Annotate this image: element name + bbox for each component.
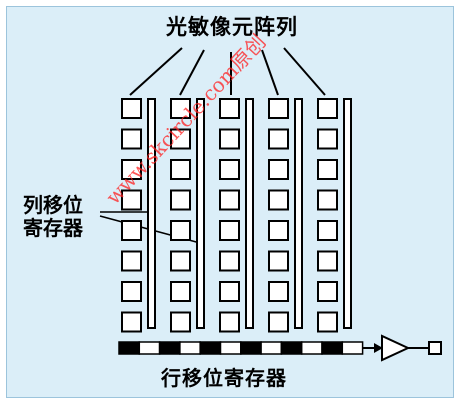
pixel-cell xyxy=(317,159,338,180)
column-register-bar xyxy=(196,98,205,329)
pointer-line-1 xyxy=(129,47,183,96)
title-pointer-lines xyxy=(129,47,326,96)
pixel-cell xyxy=(317,189,338,211)
row-register-segment xyxy=(199,341,222,355)
row-register-segment xyxy=(158,341,181,355)
pixel-cell xyxy=(170,128,191,150)
pixel-cell xyxy=(268,281,289,302)
pixel-cell xyxy=(268,159,289,180)
row-register-segment xyxy=(300,341,323,355)
column-register-bar xyxy=(294,98,303,329)
pixel-cell xyxy=(268,128,289,150)
pixel-cell xyxy=(170,311,191,333)
column-registers xyxy=(147,98,352,329)
pixel-cell xyxy=(317,281,338,302)
pixel-cell xyxy=(219,220,240,241)
pixel-cell xyxy=(170,159,191,180)
pixel-cell xyxy=(219,128,240,150)
pixel-cell xyxy=(170,220,191,241)
pixel-cell xyxy=(121,189,142,211)
column-shift-register-label: 列移位 寄存器 xyxy=(23,193,83,240)
pixel-cell xyxy=(121,250,142,272)
pixel-cell xyxy=(170,250,191,272)
pointer-line-2 xyxy=(179,49,205,96)
pixel-cells xyxy=(121,98,338,333)
column-register-bar xyxy=(147,98,156,329)
pixel-cell xyxy=(317,98,338,119)
pixel-cell xyxy=(121,128,142,150)
output-amplifier xyxy=(362,334,442,362)
row-register-segment xyxy=(260,341,283,355)
pixel-cell xyxy=(170,189,191,211)
row-register-segment xyxy=(341,341,364,355)
row-register-segment xyxy=(240,341,262,355)
output-pad xyxy=(428,341,442,355)
row-register-segment xyxy=(179,341,201,355)
pixel-cell xyxy=(121,159,142,180)
pixel-cell xyxy=(268,98,289,119)
pixel-cell xyxy=(170,98,191,119)
pixel-cell xyxy=(219,98,240,119)
pixel-cell xyxy=(317,311,338,333)
column-register-bar xyxy=(245,98,254,329)
pixel-cell xyxy=(170,281,191,302)
pixel-cell xyxy=(317,250,338,272)
pixel-cell xyxy=(268,189,289,211)
pixel-cell xyxy=(268,311,289,333)
row-register-segment xyxy=(138,341,161,355)
pixel-cell xyxy=(317,220,338,241)
amplifier-arrow-icon xyxy=(374,343,383,353)
pixel-cell xyxy=(121,281,142,302)
pixel-cell xyxy=(121,220,142,241)
pixel-cell xyxy=(219,189,240,211)
column-register-bar xyxy=(343,98,352,329)
pointer-line-4 xyxy=(261,49,279,96)
row-register-segment xyxy=(321,341,344,355)
row-shift-register xyxy=(118,341,364,355)
pixel-cell xyxy=(219,159,240,180)
pixel-cell xyxy=(121,98,142,119)
pixel-cell xyxy=(219,281,240,302)
row-shift-register-label: 行移位寄存器 xyxy=(161,366,287,390)
pointer-line-5 xyxy=(283,47,326,96)
pixel-cell xyxy=(219,250,240,272)
row-register-segment xyxy=(219,341,242,355)
photosensitive-array-label: 光敏像元阵列 xyxy=(166,15,298,39)
pixel-cell xyxy=(219,311,240,333)
pixel-cell xyxy=(268,250,289,272)
pixel-cell xyxy=(317,128,338,150)
amplifier-triangle-icon xyxy=(381,334,411,362)
row-register-segment xyxy=(118,341,141,355)
pixel-cell xyxy=(121,311,142,333)
pixel-cell xyxy=(268,220,289,241)
row-register-segment xyxy=(280,341,303,355)
